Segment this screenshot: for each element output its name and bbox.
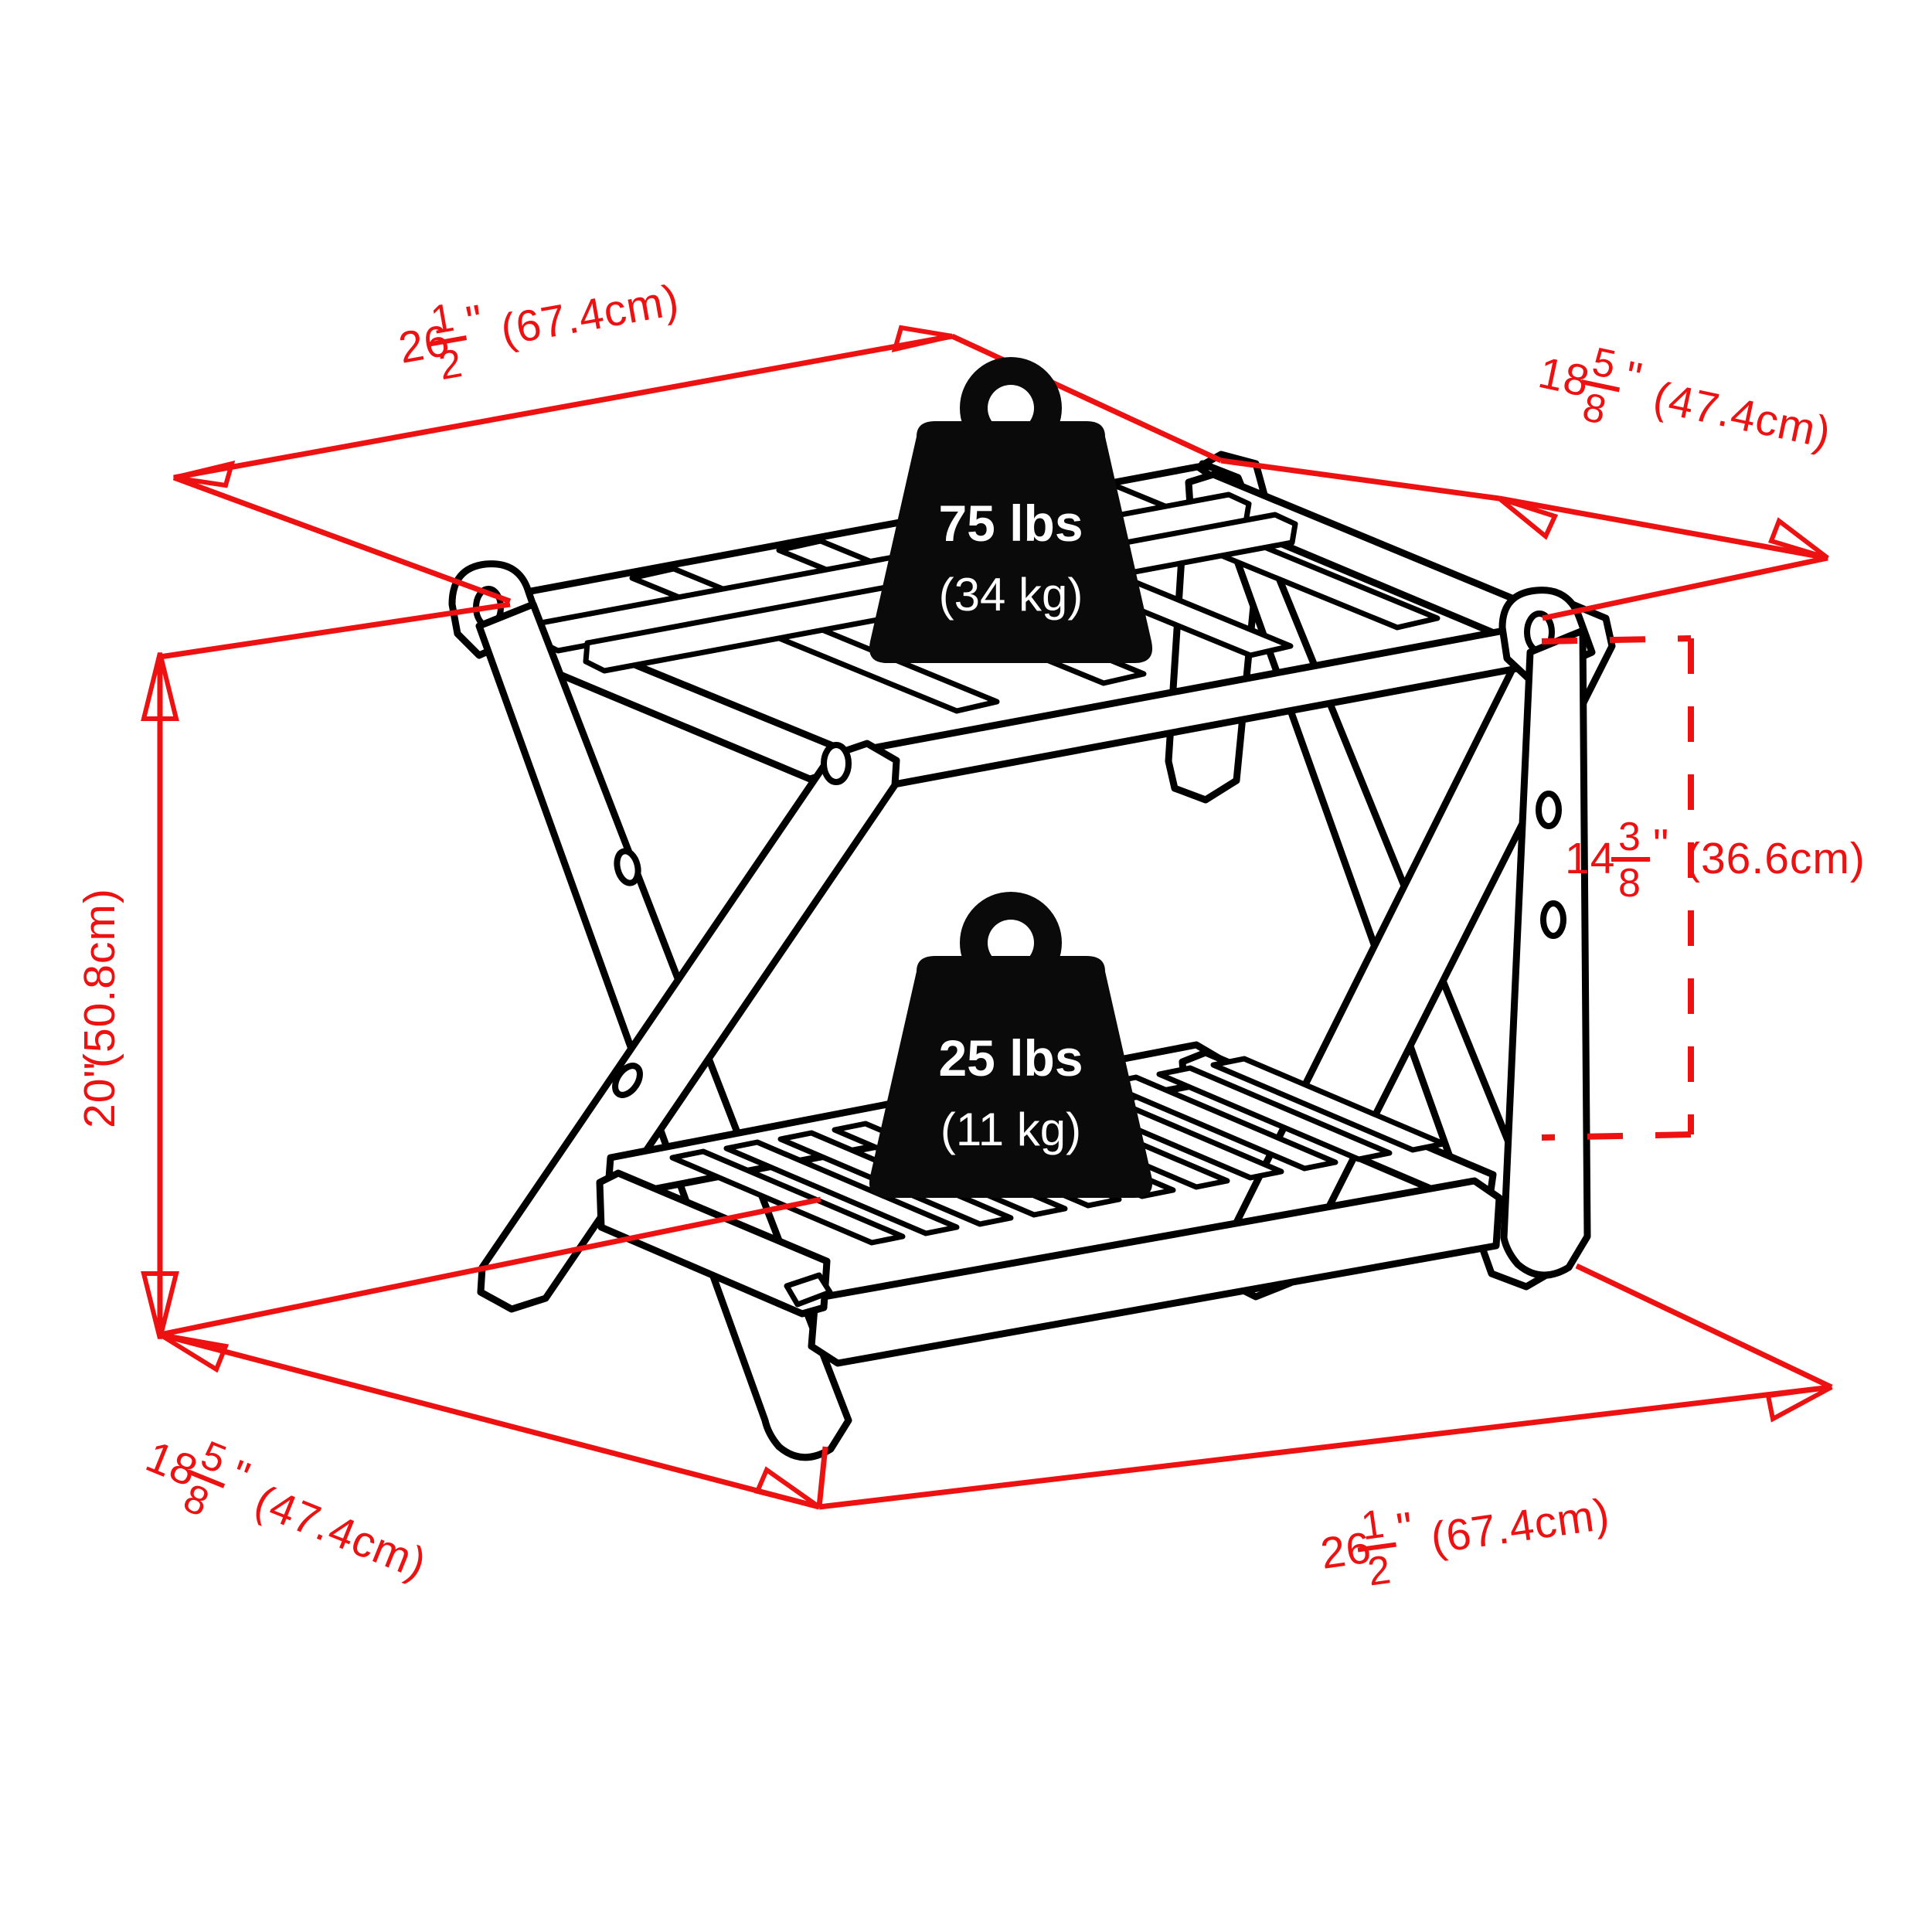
label-bottom-width: 26 1 2 " (67.4cm) (1318, 1489, 1614, 1595)
label-top-width-whole: 26 (395, 315, 454, 372)
label-bottom-width-denominator: 2 (1365, 1547, 1394, 1595)
dim-top-width (172, 325, 1223, 604)
label-top-width-metric: (67.4cm) (497, 275, 682, 355)
label-side-height-unit: " (1653, 820, 1669, 869)
label-side-height-metric: (36.6cm) (1685, 834, 1866, 883)
label-top-depth: 18 5 8 " (47.4cm) (1534, 339, 1835, 458)
rear-left-leg (477, 740, 900, 1313)
weight-top-kg: (34 kg) (939, 569, 1083, 621)
label-top-depth-unit: " (1621, 352, 1647, 403)
weight-badge-top-shelf: 75 lbs (34 kg) (869, 357, 1153, 663)
weight-top-lbs: 75 lbs (938, 495, 1083, 552)
dimension-labels: 26 1 2 " (67.4cm) 18 5 8 " (47.4cm) 20" … (75, 275, 1866, 1595)
label-bottom-width-unit: " (1393, 1503, 1417, 1554)
weight-bottom-lbs: 25 lbs (938, 1029, 1083, 1087)
label-top-width: 26 1 2 " (67.4cm) (395, 275, 682, 389)
label-height: 20" (50.8cm) (75, 888, 124, 1128)
label-top-depth-whole: 18 (1534, 348, 1594, 406)
dim-height (141, 601, 821, 1339)
label-side-height: 14 3 8 " (36.6cm) (1565, 815, 1866, 906)
label-side-height-denominator: 8 (1618, 861, 1641, 906)
weight-badge-bottom-shelf: 25 lbs (11 kg) (869, 892, 1153, 1198)
front-right-leg (1498, 587, 1596, 1279)
dim-bottom-depth (158, 1332, 828, 1510)
label-bottom-width-metric: (67.4cm) (1428, 1489, 1614, 1563)
label-top-depth-numerator: 5 (1588, 339, 1620, 388)
label-bottom-depth-unit: " (223, 1451, 257, 1502)
label-height-value: 20" (75, 1061, 124, 1128)
weight-bottom-kg: (11 kg) (940, 1104, 1081, 1155)
label-height-metric: (50.8cm) (75, 888, 124, 1068)
dimension-annotations (141, 325, 1833, 1510)
dim-side-height-box (1541, 635, 1694, 1141)
label-side-height-numerator: 3 (1618, 815, 1641, 859)
leg-foot-detail (784, 1272, 833, 1308)
label-top-width-denominator: 2 (436, 341, 467, 389)
label-side-height-whole: 14 (1565, 834, 1615, 883)
label-bottom-depth-metric: (47.4cm) (248, 1476, 434, 1590)
label-top-depth-metric: (47.4cm) (1649, 372, 1835, 458)
dim-bottom-width (818, 1263, 1833, 1510)
label-bottom-depth: 18 5 8 " (47.4cm) (139, 1432, 434, 1590)
dim-top-depth (1220, 457, 1829, 621)
